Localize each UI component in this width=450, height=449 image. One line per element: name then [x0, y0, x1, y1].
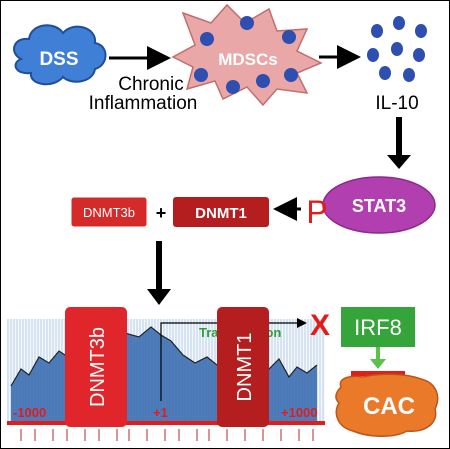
cac-node	[335, 373, 439, 437]
cpg-ticks	[20, 429, 314, 441]
promoter-track: Transcription	[7, 318, 325, 441]
dnmt3b-bar-label: DNMT3b	[87, 327, 109, 407]
dnmt1-bar	[217, 307, 269, 427]
methylation-line	[10, 326, 318, 387]
il10-dot	[391, 42, 403, 56]
mdsc-cell-dot	[282, 30, 296, 44]
plus-sign: +	[156, 203, 167, 223]
il10-dot	[367, 48, 379, 62]
il10-dot	[379, 66, 391, 80]
irf8-label: IRF8	[354, 315, 402, 340]
block-mark: X	[310, 309, 330, 342]
il10-dot	[415, 24, 427, 38]
mdsc-cell-dot	[194, 68, 208, 82]
il10-molecules	[367, 16, 427, 82]
stat3-label: STAT3	[352, 196, 406, 216]
inhibition-bar	[351, 371, 405, 376]
inflammation-label: Inflammation	[89, 93, 198, 114]
cac-label: CAC	[363, 393, 415, 420]
dnmt1-label: DNMT1	[195, 205, 247, 222]
dss-label: DSS	[39, 49, 78, 70]
il10-label: IL-10	[375, 93, 418, 114]
dnmt3b-bar	[65, 307, 127, 427]
irf8-box	[341, 307, 415, 347]
mdscs-label: MDSCs	[218, 50, 278, 69]
il10-dot	[371, 24, 383, 38]
mdsc-cell-dot	[200, 32, 214, 46]
track-baseline	[7, 421, 325, 425]
left-coordinate-label: -1000	[13, 405, 46, 420]
dnmt1-bar-label: DNMT1	[234, 333, 256, 402]
dnmt1-box	[173, 197, 269, 227]
dnmt3b-box	[70, 196, 148, 228]
irf8-inhibit-head	[370, 359, 386, 369]
mdsc-cell-dot	[226, 80, 240, 94]
right-coordinate-label: +1000	[281, 405, 318, 420]
transcription-arrowhead	[297, 318, 307, 328]
mdscs-burst: MDSCs	[171, 3, 323, 107]
dnmt3b-label: DNMT3b	[83, 205, 135, 220]
chronic-label: Chronic	[118, 74, 183, 95]
mdsc-cell-dot	[256, 74, 270, 88]
arrowhead-down	[387, 155, 411, 169]
phospho-mark: P	[306, 194, 327, 230]
arrowhead-down-2	[147, 289, 171, 305]
il10-dot	[413, 48, 425, 62]
il10-dot	[393, 16, 405, 30]
il10-dot	[403, 68, 415, 82]
dss-cloud: DSS	[13, 24, 107, 86]
mdsc-cell-dot	[284, 68, 298, 82]
stat3-node	[322, 176, 436, 234]
mdsc-cell-dot	[240, 16, 254, 30]
center-coordinate-label: +1	[153, 405, 168, 420]
